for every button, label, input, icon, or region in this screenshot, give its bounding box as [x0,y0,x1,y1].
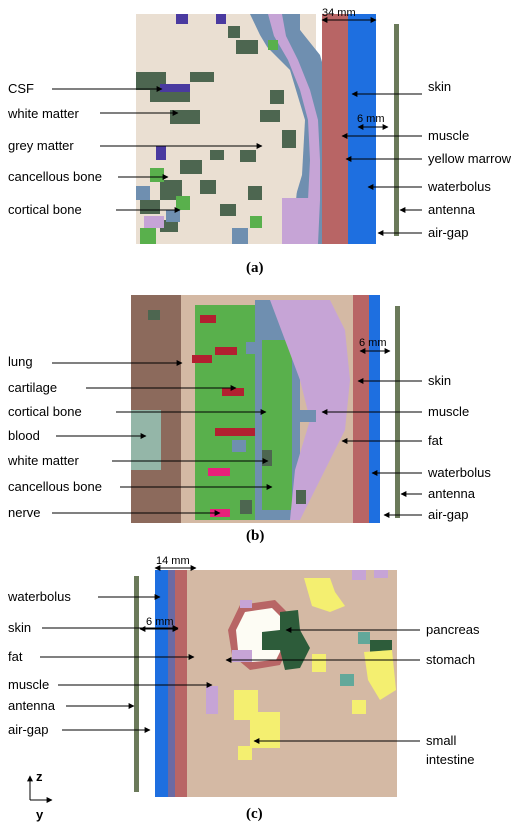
cancellous-bone-patches [140,40,278,244]
label-white-matter-b: white matter [7,453,79,468]
cortical-bone-patches [136,186,248,244]
label-muscle-a: muscle [428,128,469,143]
caption-c: (c) [246,806,263,822]
dim-6-label-c: 6 mm [146,616,174,628]
label-yellow-marrow: yellow marrow [428,151,512,166]
caption-b: (b) [246,528,264,544]
brain-grey-area [160,30,305,244]
label-stomach: stomach [426,652,475,667]
label-cancellous-bone-a: cancellous bone [8,169,102,184]
panel-a: 34 mm 6 mm CSF white matter grey matter … [7,7,512,276]
label-lung: lung [8,354,33,369]
label-cancellous-bone-b: cancellous bone [8,479,102,494]
label-white-matter-a: white matter [7,106,79,121]
muscle-patches-a [144,198,318,244]
label-grey-matter: grey matter [8,138,74,153]
waterbolus-region-a [348,14,376,244]
label-air-gap-c: air-gap [8,722,48,737]
cartilage-patches [192,315,255,436]
dim-6-label-a: 6 mm [357,113,385,125]
label-csf: CSF [8,81,34,96]
pancreas-region [262,610,310,670]
caption-a: (a) [246,260,264,276]
label-waterbolus-c: waterbolus [7,589,71,604]
cancellous-bone-band-b [262,340,292,510]
label-fat-c: fat [8,649,23,664]
muscle-patch-c2 [232,650,252,662]
fat-band-b [181,295,189,523]
blood-region [131,410,161,470]
label-fat-b: fat [428,433,443,448]
label-cortical-bone-b: cortical bone [8,404,82,419]
label-cortical-bone-a: cortical bone [8,202,82,217]
white-matter-patches [136,26,296,232]
label-waterbolus-b: waterbolus [427,465,491,480]
axis-indicator: z y [27,769,53,822]
label-muscle-b: muscle [428,404,469,419]
label-intestine: intestine [426,752,474,767]
teal-patches [340,632,370,686]
cortical-bone-patches-b [232,342,316,452]
label-blood: blood [8,428,40,443]
panel-b-tissue-map [131,295,380,523]
panel-c-tissue-map [155,570,397,797]
label-waterbolus-a: waterbolus [427,179,491,194]
antenna-a [394,24,399,236]
csf-patches [156,14,226,160]
panel-b: 6 mm lung cartilage cortical bone blood … [7,295,491,544]
label-pancreas: pancreas [426,622,480,637]
waterbolus-region-b [369,295,380,523]
label-muscle-c: muscle [8,677,49,692]
z-axis-label: z [36,769,43,784]
dim-6-label-b: 6 mm [359,337,387,349]
lung-region [131,295,181,523]
skin-region-b [353,295,369,523]
label-small: small [426,733,456,748]
label-air-gap-a: air-gap [428,225,468,240]
label-skin-c: skin [8,620,31,635]
muscle-patch-c3 [206,686,218,714]
label-skin-b: skin [428,373,451,388]
muscle-patches-c [352,570,388,580]
label-cartilage: cartilage [8,380,57,395]
dim-14-label: 14 mm [156,555,190,567]
label-antenna-c: antenna [8,698,56,713]
label-antenna-b: antenna [428,486,476,501]
label-skin-a: skin [428,79,451,94]
label-antenna-a: antenna [428,202,476,217]
antenna-c [134,576,139,792]
label-nerve: nerve [8,505,41,520]
y-axis-label: y [36,807,44,822]
muscle-patch-c1 [240,600,252,608]
dim-34-label: 34 mm [322,7,356,19]
label-air-gap-b: air-gap [428,507,468,522]
panel-c: 14 mm 6 mm waterbolus skin fat muscle an… [7,555,480,822]
skin-edge-c [168,570,175,797]
skin-region-a [322,14,348,244]
skin-region-c [175,570,187,797]
